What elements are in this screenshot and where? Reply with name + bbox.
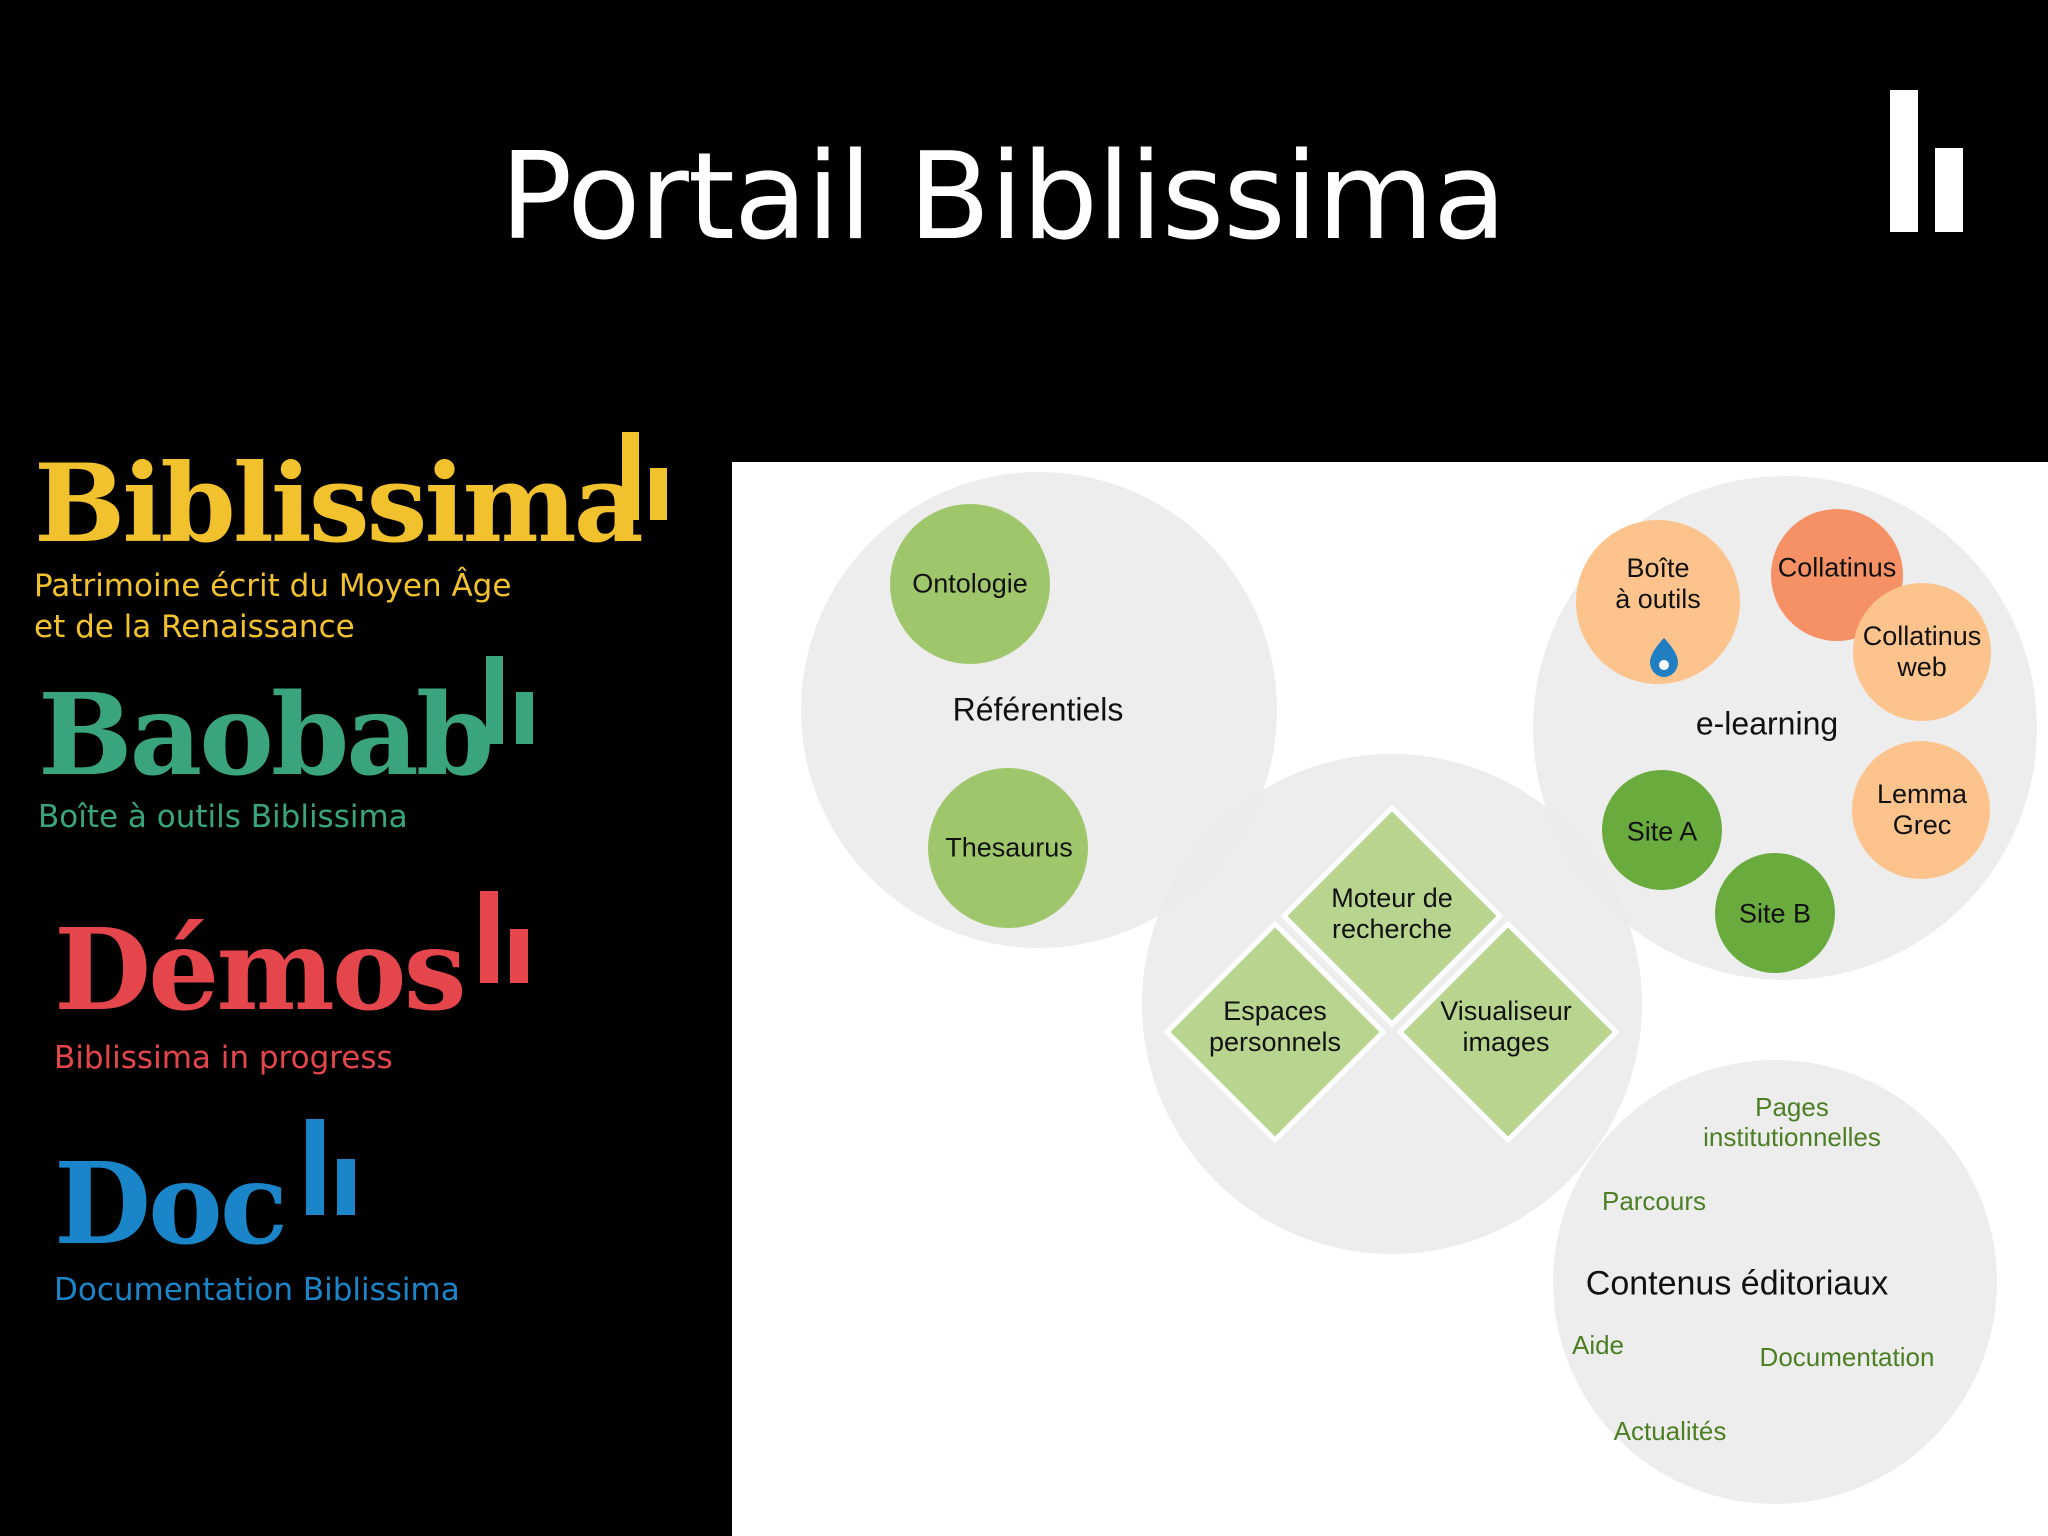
- biblissima-bars-icon: [1890, 90, 1965, 232]
- brand-subtitle: Biblissima in progress: [54, 1040, 393, 1076]
- brand-subtitle-line2: et de la Renaissance: [34, 609, 355, 645]
- brand-subtitle: Boîte à outils Biblissima: [38, 799, 408, 835]
- brand-logo-icon: [480, 891, 528, 983]
- collatinus-web-node: [1853, 583, 1991, 721]
- pages-institutionnelles-label: Pages institutionnelles: [1703, 1092, 1881, 1152]
- brand-baobab: Baobab Boîte à outils Biblissima: [0, 650, 720, 850]
- brand-doc: Doc Documentation Biblissima: [0, 1115, 720, 1315]
- lemma-grec-node: [1852, 741, 1990, 879]
- site-a-label: Site A: [1626, 816, 1698, 847]
- site-a-node: [1602, 770, 1722, 890]
- site-b-label: Site B: [1738, 898, 1812, 929]
- ontologie-label: Ontologie: [912, 568, 1028, 599]
- drupal-drop-icon: [1650, 638, 1678, 677]
- brand-name: Doc: [54, 1139, 288, 1270]
- brand-name: Baobab: [38, 670, 494, 801]
- aide-label: Aide: [1571, 1330, 1625, 1361]
- brand-name: Démos: [54, 905, 467, 1036]
- brand-subtitle: Documentation Biblissima: [54, 1272, 460, 1308]
- lemma-grec-label: Lemma Grec: [1876, 778, 1968, 840]
- ontologie-node: [890, 504, 1050, 664]
- portal-diagram: Ontologie Référentiels Thesaurus Moteur …: [732, 462, 2048, 1536]
- elearning-label: e-learning: [1695, 705, 1839, 742]
- brand-logo-icon: [622, 432, 667, 520]
- brand-logo-icon: [306, 1119, 355, 1215]
- collatinus-web-label: Collatinus web: [1862, 620, 1982, 682]
- brand-logo-icon: [486, 656, 533, 744]
- visualiseur-diamond: [1396, 920, 1620, 1144]
- parcours-label: Parcours: [1601, 1186, 1707, 1217]
- brand-demos: Démos Biblissima in progress: [0, 885, 720, 1085]
- brand-subtitle-line1: Patrimoine écrit du Moyen Âge: [34, 568, 512, 604]
- documentation-label: Documentation: [1759, 1342, 1935, 1373]
- espaces-diamond: [1163, 920, 1387, 1144]
- espaces-label: Espaces personnels: [1208, 995, 1342, 1057]
- moteur-label: Moteur de recherche: [1331, 882, 1453, 944]
- slide-title: Portail Biblissima: [500, 128, 1507, 267]
- site-b-node: [1715, 853, 1835, 973]
- boite-label: Boîte à outils: [1615, 552, 1701, 614]
- visualiseur-label: Visualiseur images: [1440, 995, 1572, 1057]
- thesaurus-node: [928, 768, 1088, 928]
- editorial-group-circle: [1553, 1060, 1997, 1504]
- moteur-diamond: [1280, 804, 1504, 1028]
- boite-node: [1576, 520, 1740, 684]
- referentiels-label: Référentiels: [952, 691, 1124, 728]
- thesaurus-label: Thesaurus: [945, 832, 1073, 863]
- collatinus-label: Collatinus: [1777, 552, 1897, 583]
- brand-name: Biblissima: [34, 441, 644, 567]
- brand-biblissima: Biblissima Patrimoine écrit du Moyen Âge…: [0, 420, 720, 650]
- editorial-label: Contenus éditoriaux: [1585, 1264, 1889, 1303]
- diagram-shapes: [801, 472, 2037, 1504]
- actualites-label: Actualités: [1613, 1416, 1727, 1447]
